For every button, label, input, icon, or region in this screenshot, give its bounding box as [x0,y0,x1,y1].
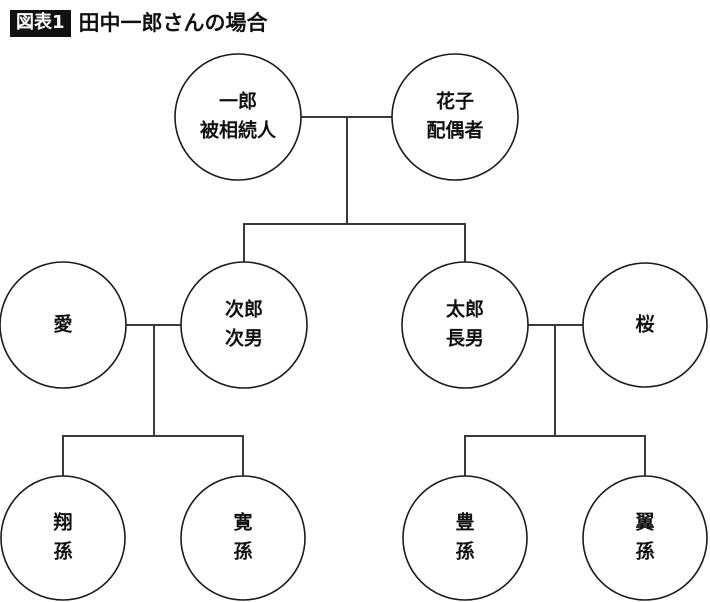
person-circle-ai[interactable] [0,261,127,389]
person-circle-ichiro[interactable] [174,53,302,181]
person-circle-yutaka[interactable] [402,475,528,601]
node-circles-layer [0,53,708,601]
connector-lines-layer [62,116,646,477]
person-circle-sakura[interactable] [582,262,708,388]
person-circle-hiroshi[interactable] [180,475,306,601]
figure-title-bar: 図表1 田中一郎さんの場合 [10,8,268,38]
person-circle-taro[interactable] [401,261,529,389]
person-circle-jiro[interactable] [180,261,308,389]
person-circle-sho[interactable] [0,475,126,601]
person-circle-tsubasa[interactable] [582,475,708,601]
figure-title-text: 田中一郎さんの場合 [78,10,268,35]
person-circle-hanako[interactable] [391,53,519,181]
figure-number-badge: 図表1 [10,9,71,37]
